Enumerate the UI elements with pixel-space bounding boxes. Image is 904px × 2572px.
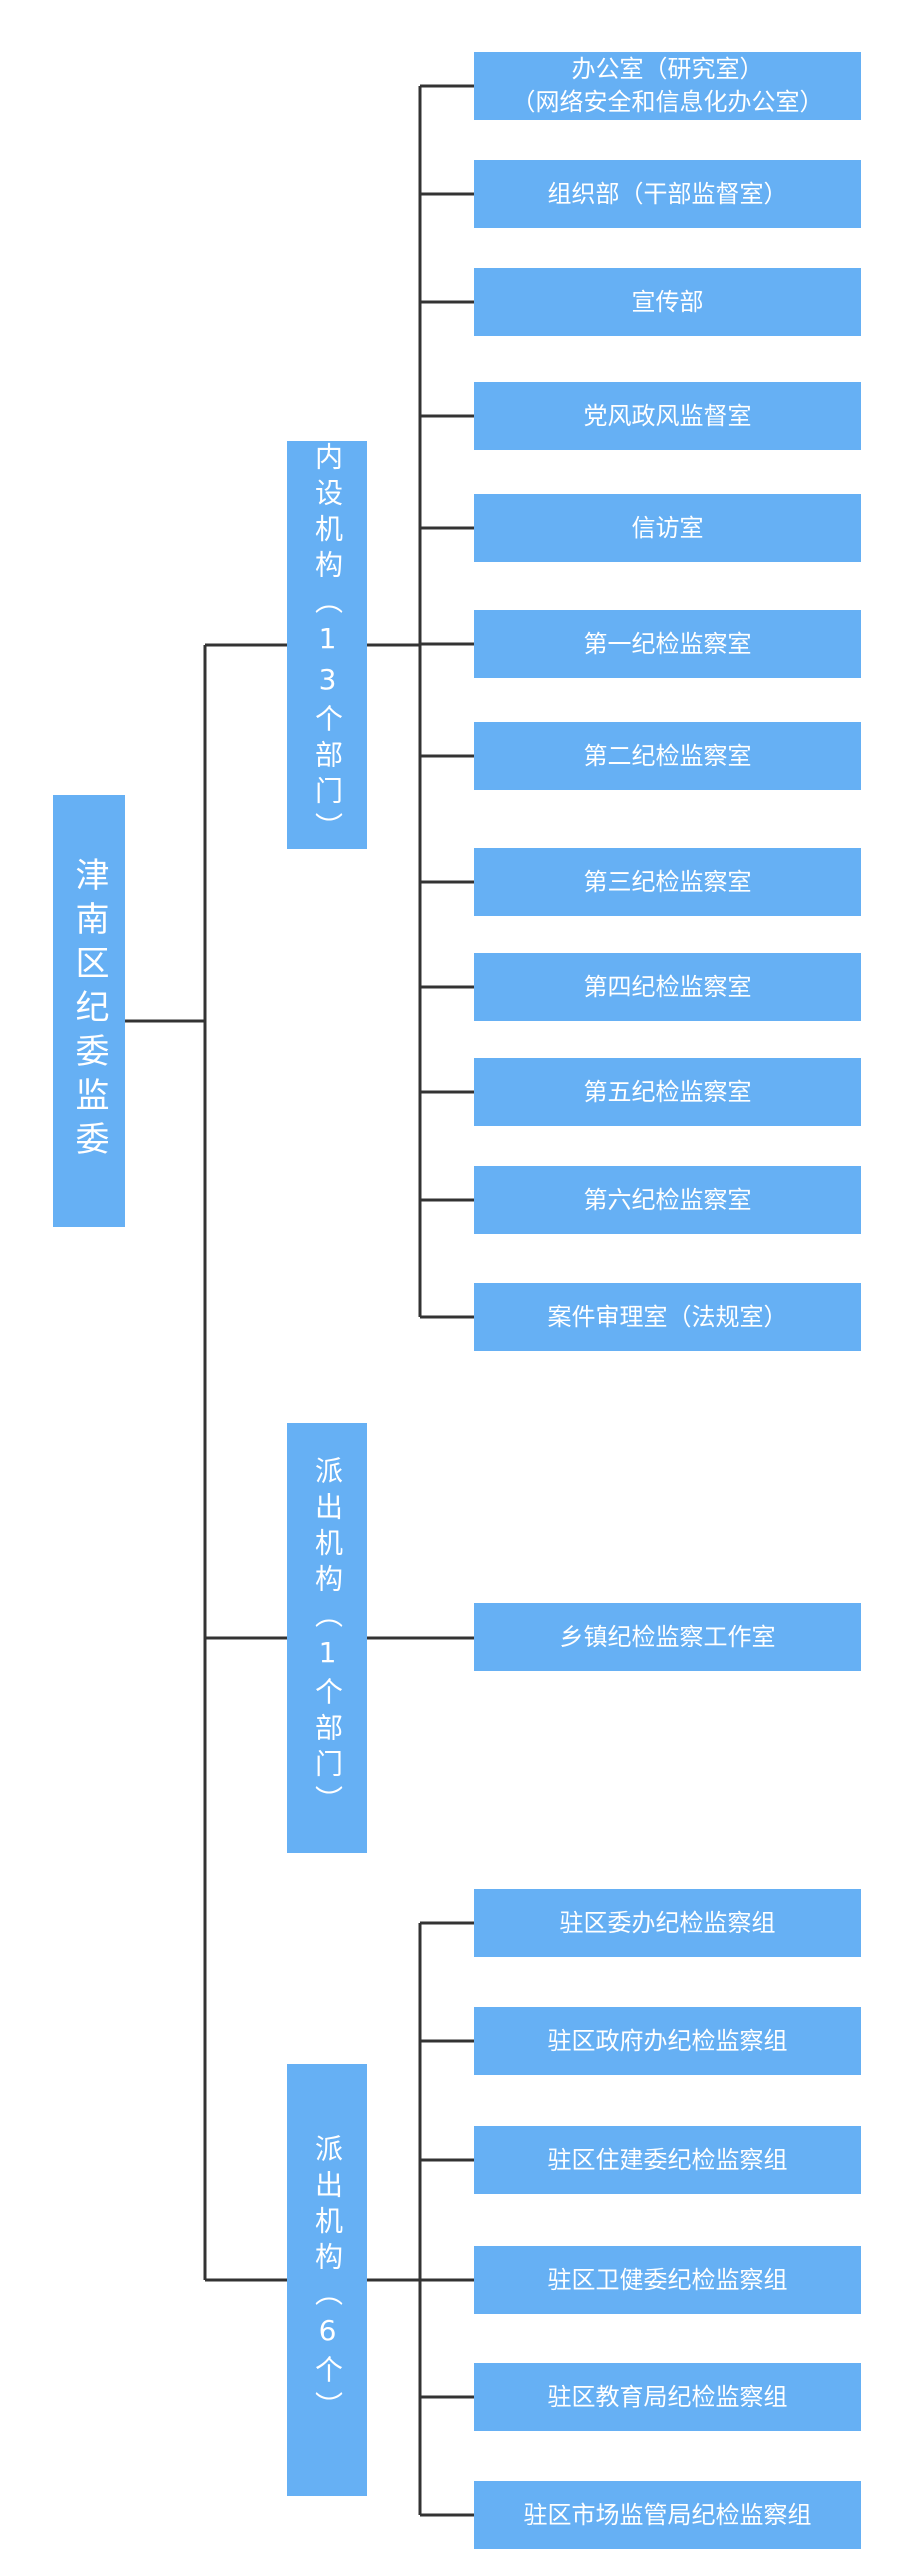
leaf-stationed-housing: 驻区住建委纪检监察组 bbox=[474, 2126, 861, 2194]
leaf-inspection-3: 第三纪检监察室 bbox=[474, 848, 861, 916]
leaf-stationed-education: 驻区教育局纪检监察组 bbox=[474, 2363, 861, 2431]
leaf-inspection-4: 第四纪检监察室 bbox=[474, 953, 861, 1021]
root-node: 津南区纪委监委 bbox=[53, 795, 125, 1227]
leaf-inspection-5: 第五纪检监察室 bbox=[474, 1058, 861, 1126]
group-dispatched-stationed: 派出机构（6个） bbox=[287, 2064, 367, 2496]
leaf-publicity-dept: 宣传部 bbox=[474, 268, 861, 336]
leaf-inspection-1: 第一纪检监察室 bbox=[474, 610, 861, 678]
leaf-stationed-health: 驻区卫健委纪检监察组 bbox=[474, 2246, 861, 2314]
leaf-office: 办公室（研究室） （网络安全和信息化办公室） bbox=[474, 52, 861, 120]
leaf-stationed-district-committee: 驻区委办纪检监察组 bbox=[474, 1889, 861, 1957]
group-internal-departments: 内设机构（13个部门） bbox=[287, 441, 367, 849]
leaf-conduct-supervision: 党风政风监督室 bbox=[474, 382, 861, 450]
leaf-inspection-6: 第六纪检监察室 bbox=[474, 1166, 861, 1234]
leaf-township-office: 乡镇纪检监察工作室 bbox=[474, 1603, 861, 1671]
leaf-inspection-2: 第二纪检监察室 bbox=[474, 722, 861, 790]
group-label: 派出机构（6个） bbox=[311, 2133, 344, 2427]
root-label: 津南区纪委监委 bbox=[69, 857, 109, 1165]
leaf-petition-office: 信访室 bbox=[474, 494, 861, 562]
leaf-stationed-district-government: 驻区政府办纪检监察组 bbox=[474, 2007, 861, 2075]
leaf-organization-dept: 组织部（干部监督室） bbox=[474, 160, 861, 228]
group-label: 内设机构（13个部门） bbox=[311, 442, 344, 848]
group-label: 派出机构（1个部门） bbox=[311, 1455, 344, 1821]
leaf-stationed-market-regulation: 驻区市场监管局纪检监察组 bbox=[474, 2481, 861, 2549]
leaf-case-review: 案件审理室（法规室） bbox=[474, 1283, 861, 1351]
group-dispatched-township: 派出机构（1个部门） bbox=[287, 1423, 367, 1853]
